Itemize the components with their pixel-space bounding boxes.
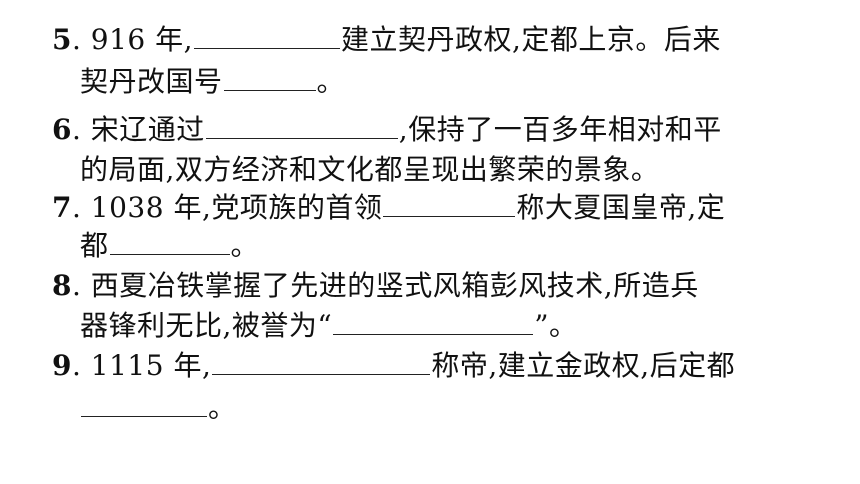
question-text: . 916 年, [71,23,194,56]
question-text: . 西夏冶铁掌握了先进的竖式风箱彭风技术,所造兵 [71,269,699,302]
answer-blank[interactable] [109,232,230,255]
question-9-line-2: 。 [80,388,237,428]
question-text: 契丹改国号 [80,65,223,98]
question-text: 器锋利无比,被誉为“ [80,309,333,342]
question-text: 都 [80,229,109,262]
question-text: 的局面,双方经济和文化都呈现出繁荣的景象。 [80,153,660,186]
question-text: 建立契丹政权,定都上京。后来 [341,23,721,56]
question-8-line-2: 器锋利无比,被誉为“ ”。 [80,306,578,346]
answer-blank[interactable] [81,394,207,417]
question-6-line-2: 的局面,双方经济和文化都呈现出繁荣的景象。 [80,150,659,190]
question-text: . 宋辽通过 [71,113,205,146]
question-number: 8 [52,269,72,302]
question-text: ”。 [534,309,578,342]
question-5-line-2: 契丹改国号 。 [80,62,345,102]
question-number: 9 [52,349,72,382]
answer-blank[interactable] [333,312,534,335]
question-number: 6 [52,113,72,146]
question-number: 7 [52,191,72,224]
question-text: . 1038 年,党项族的首领 [71,191,383,224]
answer-blank[interactable] [194,26,341,49]
question-text: 。 [208,391,237,424]
question-8-line-1: 8. 西夏冶铁掌握了先进的竖式风箱彭风技术,所造兵 [52,266,699,306]
question-7-line-1: 7. 1038 年,党项族的首领 称大夏国皇帝,定 [52,188,725,228]
question-text: ,保持了一百多年相对和平 [398,113,722,146]
question-7-line-2: 都。 [80,226,259,266]
answer-blank[interactable] [212,352,431,375]
answer-blank[interactable] [383,194,516,217]
question-9-line-1: 9. 1115 年, 称帝,建立金政权,后定都 [52,346,735,386]
question-text: 称帝,建立金政权,后定都 [431,349,736,382]
question-text: 。 [316,65,346,98]
question-text: 称大夏国皇帝,定 [516,191,726,224]
question-text: 。 [230,229,260,262]
answer-blank[interactable] [223,68,316,91]
question-6-line-1: 6. 宋辽通过 ,保持了一百多年相对和平 [52,110,722,150]
question-text: . 1115 年, [71,349,212,382]
question-5-line-1: 5. 916 年, 建立契丹政权,定都上京。后来 [52,20,721,60]
question-number: 5 [52,23,72,56]
answer-blank[interactable] [205,116,398,139]
